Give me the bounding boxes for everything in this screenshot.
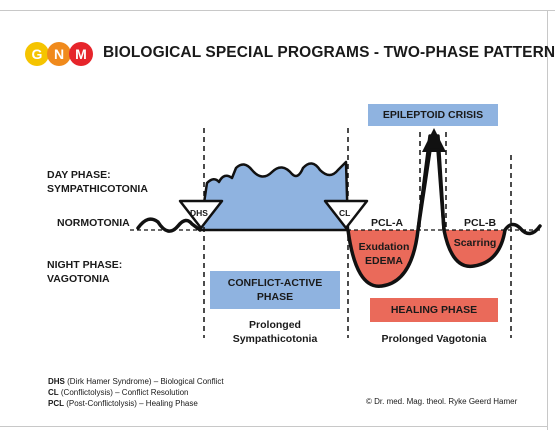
conflict-active-line-1: CONFLICT-ACTIVE <box>227 277 323 289</box>
legend-cl-text: (Conflictolysis) – Conflict Resolution <box>58 388 189 397</box>
day-phase-label: DAY PHASE: SYMPATHICOTONIA <box>47 168 148 196</box>
dhs-label: DHS <box>190 208 208 218</box>
exudation-edema-area <box>348 230 418 287</box>
copyright-text: © Dr. med. Mag. theol. Ryke Geerd Hamer <box>366 397 518 406</box>
legend-pcl: PCL (Post-Conflictolysis) – Healing Phas… <box>48 398 198 409</box>
page-title: BIOLOGICAL SPECIAL PROGRAMS - TWO-PHASE … <box>103 44 555 61</box>
night-phase-label: NIGHT PHASE: VAGOTONIA <box>47 258 122 286</box>
conflict-active-line-2: PHASE <box>256 291 294 303</box>
pcl-a-label: PCL-A <box>371 217 404 229</box>
exudation-line-1: Exudation <box>358 241 410 253</box>
day-phase-line-1: DAY PHASE: <box>47 169 111 181</box>
cl-label: CL <box>339 208 351 218</box>
exudation-line-2: EDEMA <box>365 255 403 267</box>
day-phase-line-2: SYMPATHICOTONIA <box>47 183 148 195</box>
epileptoid-spike <box>416 148 446 231</box>
sympathicotonia-caption-line-1: Prolonged <box>249 319 301 331</box>
legend-pcl-abbr: PCL <box>48 399 64 408</box>
night-phase-line-2: VAGOTONIA <box>47 273 110 285</box>
main-curve <box>136 134 542 288</box>
exudation-edema-label: Exudation EDEMA <box>352 240 416 268</box>
logo-g-circle: G <box>25 42 49 66</box>
top-border <box>0 10 555 11</box>
logo-n-circle: N <box>47 42 71 66</box>
epileptoid-crisis-box: EPILEPTOID CRISIS <box>368 104 498 126</box>
dhs-triangle <box>178 199 224 230</box>
legend-pcl-text: (Post-Conflictolysis) – Healing Phase <box>64 399 198 408</box>
normotonia-label: NORMOTONIA <box>57 217 130 229</box>
cl-triangle <box>323 199 369 230</box>
bottom-border <box>0 426 548 427</box>
legend-cl-abbr: CL <box>48 388 59 397</box>
sympathicotonia-area <box>198 160 350 232</box>
epileptoid-arrow-icon <box>422 128 446 152</box>
logo-m-circle: M <box>69 42 93 66</box>
legend-cl: CL (Conflictolysis) – Conflict Resolutio… <box>48 387 189 398</box>
prolonged-sympathicotonia-caption: Prolonged Sympathicotonia <box>210 318 340 346</box>
pcl-b-label: PCL-B <box>464 217 497 229</box>
healing-phase-box: HEALING PHASE <box>370 298 498 322</box>
legend-dhs-abbr: DHS <box>48 377 65 386</box>
sympathicotonia-caption-line-2: Sympathicotonia <box>232 333 318 345</box>
prolonged-vagotonia-caption: Prolonged Vagotonia <box>381 333 487 345</box>
legend-dhs: DHS (Dirk Hamer Syndrome) – Biological C… <box>48 376 224 387</box>
conflict-active-phase-box: CONFLICT-ACTIVE PHASE <box>210 271 340 309</box>
scarring-area <box>444 230 505 267</box>
legend-dhs-text: (Dirk Hamer Syndrome) – Biological Confl… <box>64 377 224 386</box>
scarring-label: Scarring <box>453 237 497 249</box>
right-border <box>547 10 548 430</box>
night-phase-line-1: NIGHT PHASE: <box>47 259 123 271</box>
